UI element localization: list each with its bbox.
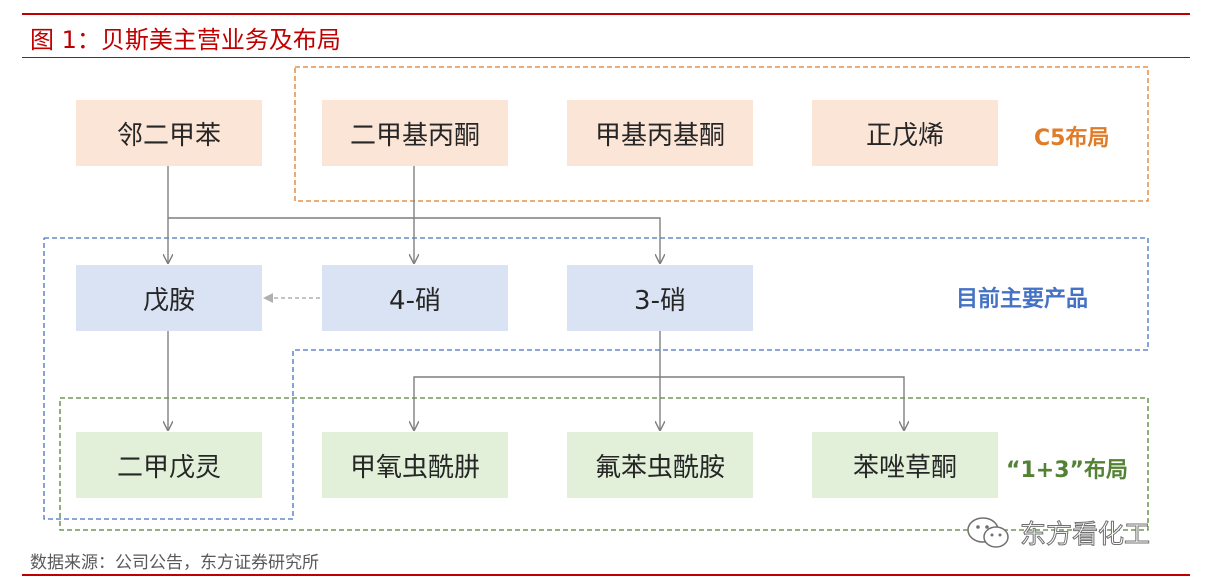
node-3-nitro: 3-硝 — [567, 265, 753, 331]
node-pendimethalin: 二甲戊灵 — [76, 432, 262, 498]
watermark-text: 东方看化工 — [1019, 520, 1151, 551]
watermark: 东方看化工 — [966, 514, 1151, 551]
node-dimethylpropanone: 二甲基丙酮 — [322, 100, 508, 166]
top-rule — [22, 13, 1190, 15]
group-label-current-products: 目前主要产品 — [956, 287, 1089, 312]
flow-oxylene-to-nitro3 — [168, 217, 660, 263]
node-benzazole-herbicide: 苯唑草酮 — [812, 432, 998, 498]
node-4-nitro: 4-硝 — [322, 265, 508, 331]
node-methyl-propyl-ketone: 甲基丙基酮 — [567, 100, 753, 166]
node-n-pentene: 正戊烯 — [812, 100, 998, 166]
source-note: 数据来源：公司公告，东方证券研究所 — [30, 553, 319, 573]
bottom-rule — [22, 574, 1190, 576]
one-plus-three-group-border — [59, 397, 1149, 531]
c5-group-border — [294, 66, 1149, 202]
node-pentylamine: 戊胺 — [76, 265, 262, 331]
group-label-c5: C5布局 — [1034, 126, 1110, 151]
current-products-group-border — [43, 237, 1149, 520]
title-underline — [22, 57, 1190, 58]
node-o-xylene: 邻二甲苯 — [76, 100, 262, 166]
flow-nitro3-to-difenoconazole — [660, 376, 904, 430]
node-fluorobenzamide: 氟苯虫酰胺 — [567, 432, 753, 498]
group-label-one-plus-three: “1+3”布局 — [1006, 458, 1128, 483]
node-methoxyfenozide: 甲氧虫酰肼 — [322, 432, 508, 498]
figure-title: 图 1：贝斯美主营业务及布局 — [30, 26, 341, 54]
wechat-icon — [967, 516, 1009, 548]
flow-nitro3-to-methoxyfenozide — [414, 376, 660, 430]
